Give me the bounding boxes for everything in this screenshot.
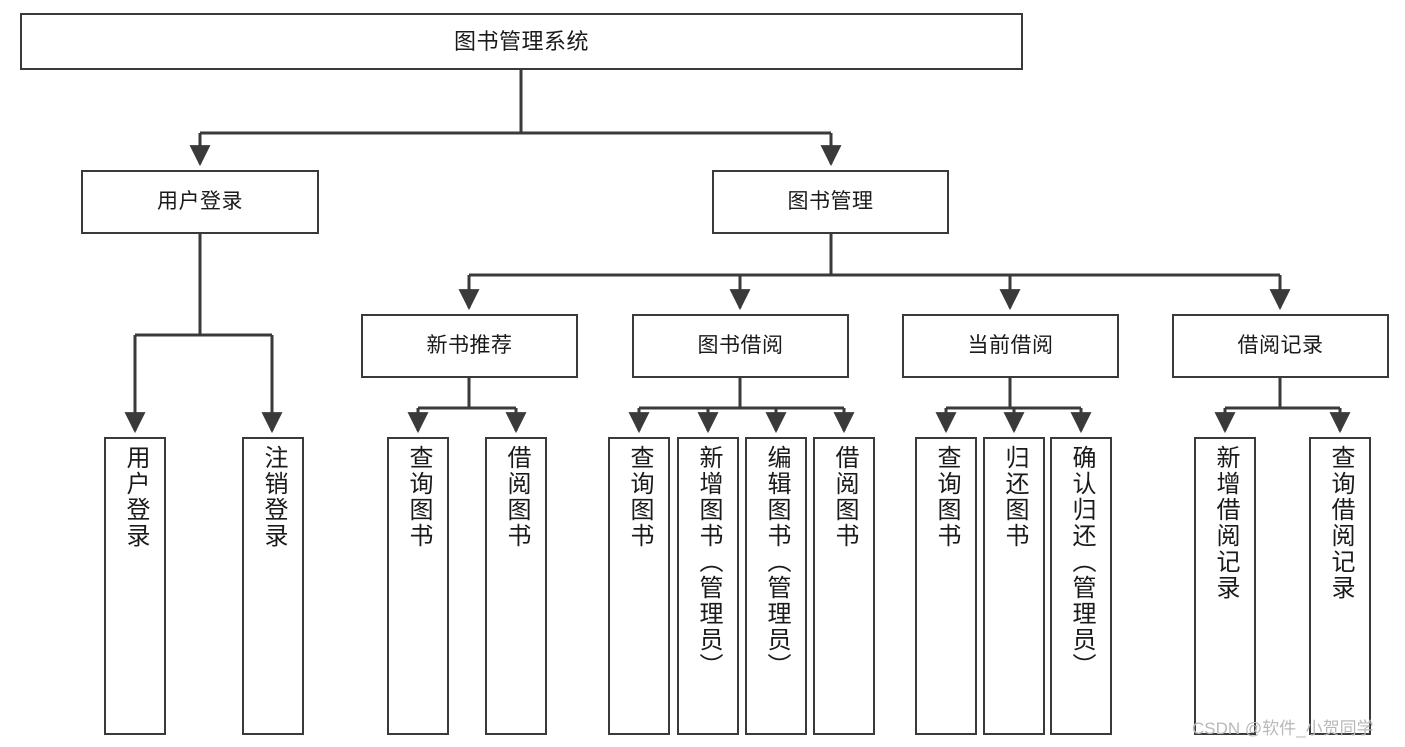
node-label: 新增借阅记录 — [1212, 445, 1239, 601]
node-level2-2[interactable]: 图书管理 — [712, 170, 949, 234]
node-label: 确认归还（管理员） — [1068, 445, 1095, 679]
node-label: 新书推荐 — [426, 333, 513, 357]
node-leaf-12[interactable]: 新增借阅记录 — [1194, 437, 1256, 735]
node-label: 查询图书 — [405, 445, 432, 549]
node-level3-1[interactable]: 新书推荐 — [361, 314, 578, 378]
node-label: 归还图书 — [1001, 445, 1028, 549]
node-leaf-7[interactable]: 编辑图书（管理员） — [745, 437, 807, 735]
node-level3-4[interactable]: 借阅记录 — [1172, 314, 1389, 378]
node-leaf-4[interactable]: 借阅图书 — [485, 437, 547, 735]
node-label: 借阅记录 — [1237, 333, 1324, 357]
node-leaf-5[interactable]: 查询图书 — [608, 437, 670, 735]
node-label: 图书借阅 — [697, 333, 784, 357]
node-label: 借阅图书 — [831, 445, 858, 549]
node-label: 查询图书 — [626, 445, 653, 549]
node-label: 用户登录 — [157, 189, 243, 213]
node-label: 查询图书 — [933, 445, 960, 549]
node-label: 图书管理系统 — [453, 28, 589, 54]
node-leaf-6[interactable]: 新增图书（管理员） — [677, 437, 739, 735]
node-leaf-2[interactable]: 注销登录 — [242, 437, 304, 735]
node-label: 当前借阅 — [967, 333, 1054, 357]
node-level3-2[interactable]: 图书借阅 — [632, 314, 849, 378]
node-label: 注销登录 — [260, 445, 287, 549]
node-leaf-13[interactable]: 查询借阅记录 — [1309, 437, 1371, 735]
node-level2-1[interactable]: 用户登录 — [81, 170, 319, 234]
node-label: 查询借阅记录 — [1327, 445, 1354, 601]
node-root-system[interactable]: 图书管理系统 — [20, 13, 1023, 70]
node-label: 用户登录 — [122, 445, 149, 549]
node-label: 借阅图书 — [503, 445, 530, 549]
node-leaf-1[interactable]: 用户登录 — [104, 437, 166, 735]
node-label: 新增图书（管理员） — [695, 445, 722, 679]
node-leaf-3[interactable]: 查询图书 — [387, 437, 449, 735]
node-leaf-8[interactable]: 借阅图书 — [813, 437, 875, 735]
node-leaf-9[interactable]: 查询图书 — [915, 437, 977, 735]
node-leaf-11[interactable]: 确认归还（管理员） — [1050, 437, 1112, 735]
node-level3-3[interactable]: 当前借阅 — [902, 314, 1119, 378]
node-label: 编辑图书（管理员） — [763, 445, 790, 679]
node-label: 图书管理 — [787, 189, 874, 213]
node-leaf-10[interactable]: 归还图书 — [983, 437, 1045, 735]
